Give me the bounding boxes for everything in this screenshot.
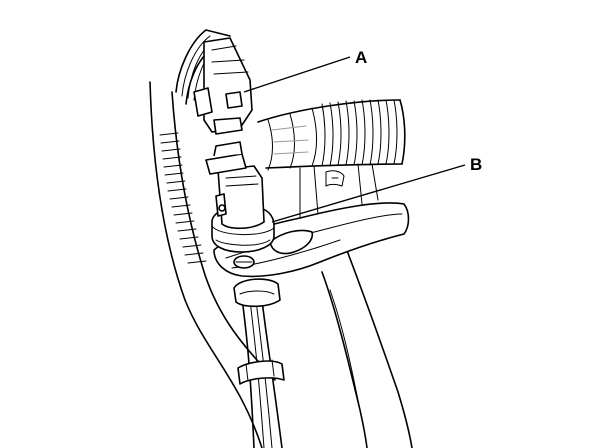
connector-b [205, 141, 275, 253]
callout-b-label: B [470, 155, 482, 174]
connector-a [175, 29, 253, 135]
sensor-bracket [213, 202, 410, 278]
frame-member [321, 247, 413, 448]
mount-bracket-detail [299, 163, 379, 221]
corrugated-hose [257, 99, 406, 171]
callout-a-label: A [355, 48, 367, 67]
left-wire-harness [149, 81, 276, 448]
lower-wire-bundle [233, 278, 285, 448]
callout-b-leader [271, 164, 466, 223]
callout-a-leader [243, 56, 351, 93]
